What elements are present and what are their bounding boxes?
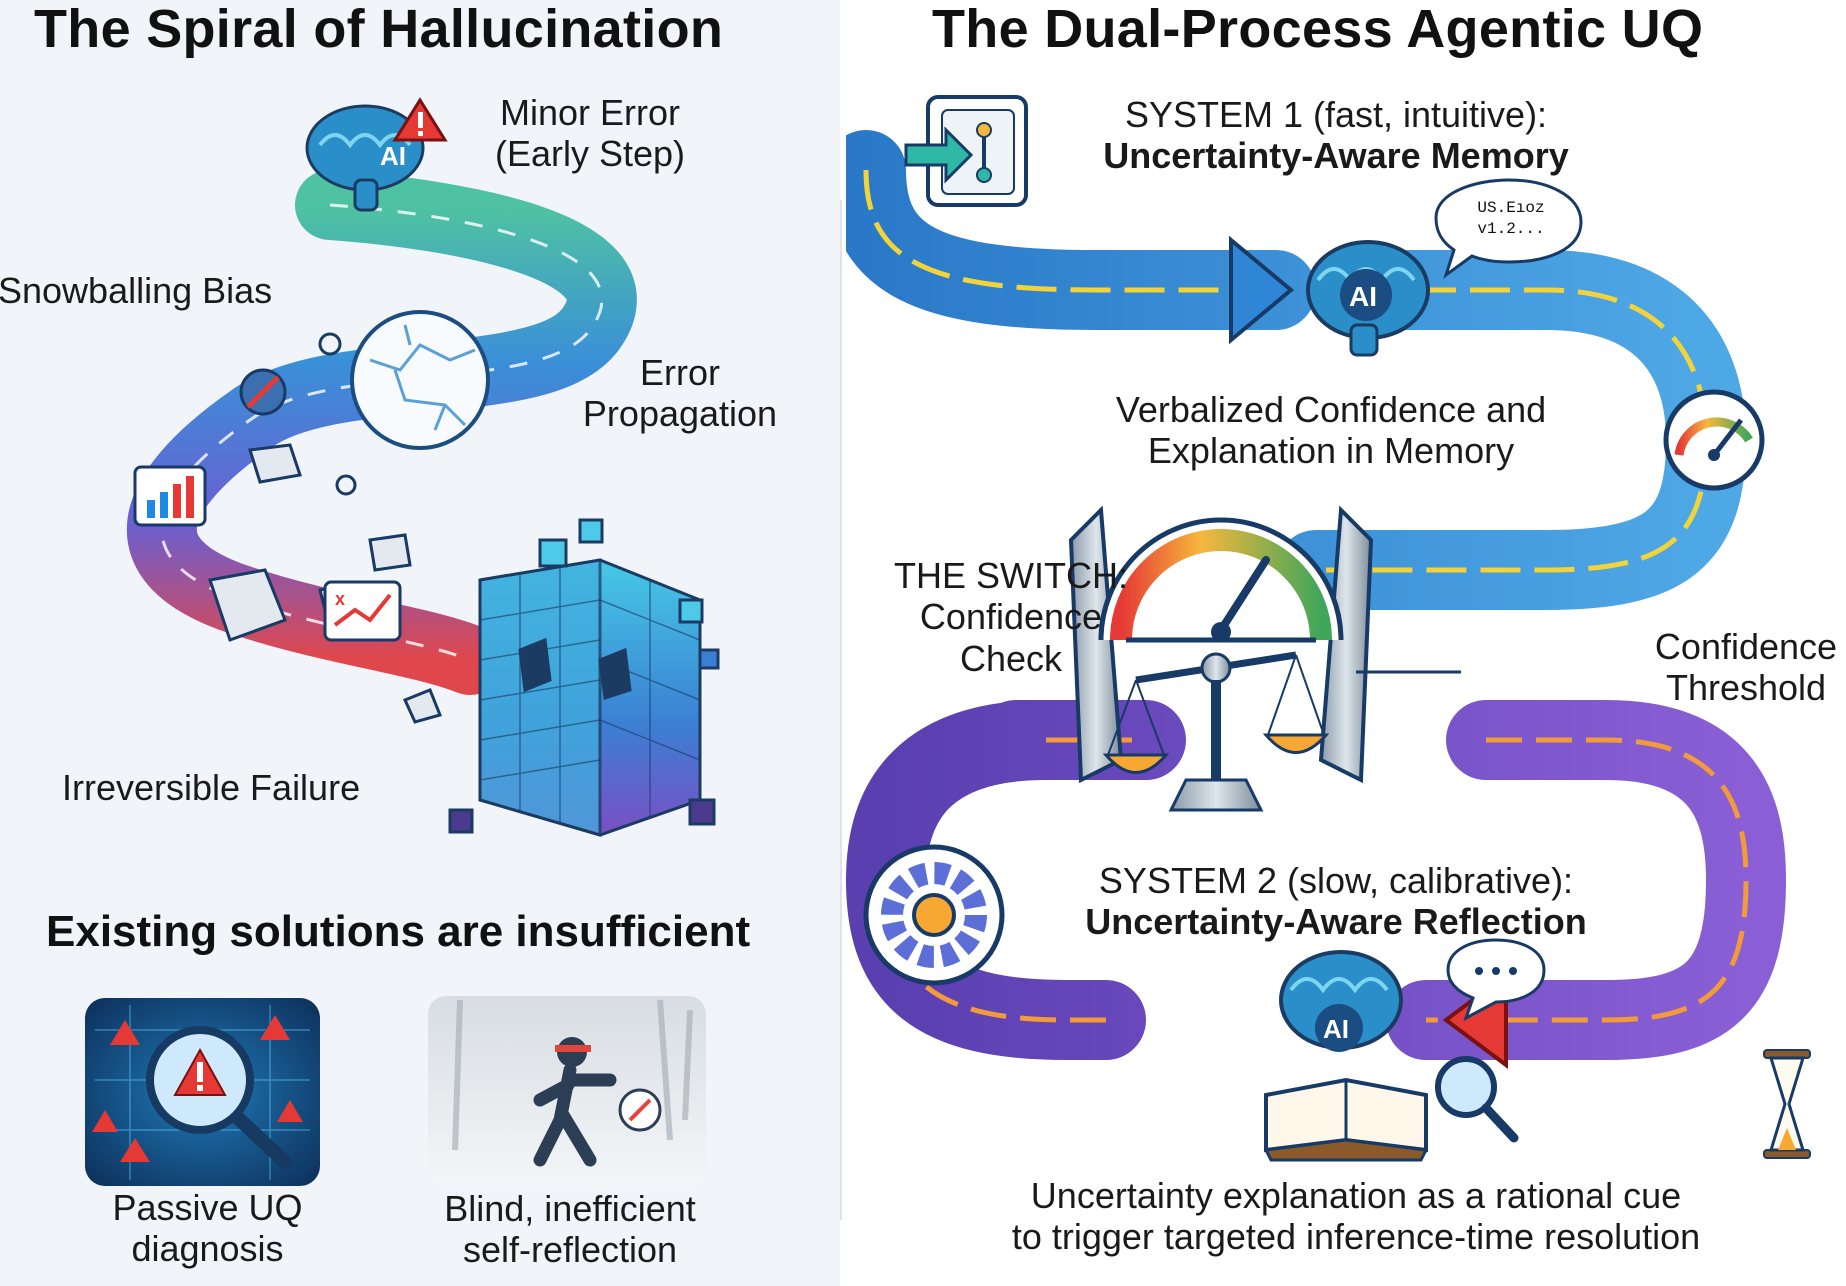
system2-line1: SYSTEM 2 (slow, calibrative): (1098, 860, 1574, 901)
error-propagation-line2: Propagation (582, 393, 778, 435)
open-book-icon (1263, 1077, 1429, 1162)
passive-uq-line1: Passive UQ (112, 1187, 303, 1228)
blind-reflection-line2: self-reflection (462, 1229, 678, 1271)
verbalized-line2: Explanation in Memory (1147, 430, 1515, 472)
error-propagation-label: Error Propagation (560, 352, 800, 435)
prohibited-icon (239, 368, 287, 416)
brain-ai-label-bottom: AI (1323, 1014, 1349, 1044)
explanation-line2: to trigger targeted inference-time resol… (1011, 1216, 1701, 1258)
hourglass-icon (1763, 1049, 1811, 1159)
uncertainty-explanation-label: Uncertainty explanation as a rational cu… (976, 1175, 1736, 1258)
minor-error-line1: Minor Error (499, 92, 681, 133)
broken-cube-icon (448, 518, 720, 837)
minor-error-line2: (Early Step) (494, 133, 686, 175)
right-title: The Dual-Process Agentic UQ (932, 0, 1704, 59)
verbalized-line1: Verbalized Confidence and (1115, 389, 1547, 430)
dual-process-panel: AI (846, 0, 1846, 1286)
passive-uq-label: Passive UQ diagnosis (85, 1187, 330, 1270)
system2-line2: Uncertainty-Aware Reflection (1085, 901, 1587, 943)
error-trend-icon: x (323, 580, 402, 642)
speech-bubble-icon (1434, 178, 1583, 279)
blind-reflection-line1: Blind, inefficient (444, 1188, 696, 1229)
gear-icon (863, 844, 1005, 986)
switch-line1: THE SWITCH: (894, 555, 1128, 596)
speech-bubble-text: US.Eıoz v1.2... (1441, 198, 1581, 240)
switch-label: THE SWITCH: Confidence Check (876, 555, 1146, 679)
blindfolded-runner-card (428, 996, 706, 1186)
snowballing-bias-label: Snowballing Bias (0, 270, 273, 311)
existing-solutions-heading: Existing solutions are insufficient (46, 907, 751, 956)
speech-bubble-line1: US.Eıoz (1477, 199, 1545, 217)
svg-text:x: x (335, 589, 345, 609)
spiral-panel: AI (0, 0, 840, 1286)
switch-line2: Confidence (919, 596, 1103, 638)
brain-alert-icon: AI (305, 97, 448, 212)
system1-line2: Uncertainty-Aware Memory (1103, 135, 1569, 177)
spiral-artwork: AI (85, 97, 720, 1186)
speedometer-icon (1663, 389, 1765, 491)
chat-dots-icon (1446, 938, 1546, 1022)
threshold-line2: Threshold (1665, 667, 1827, 709)
passive-uq-card (85, 998, 320, 1186)
explanation-line1: Uncertainty explanation as a rational cu… (1030, 1175, 1682, 1216)
verbalized-confidence-label: Verbalized Confidence and Explanation in… (1076, 389, 1586, 472)
input-document-icon (904, 95, 1028, 207)
confidence-threshold-label: Confidence Threshold (1636, 626, 1846, 709)
blind-reflection-label: Blind, inefficient self-reflection (420, 1188, 720, 1271)
bar-chart-icon (133, 465, 207, 527)
threshold-line1: Confidence (1654, 626, 1838, 667)
panel-divider (840, 200, 842, 1220)
minor-error-label: Minor Error (Early Step) (470, 92, 710, 175)
snowball-icon (350, 310, 490, 450)
reflection-brain-icon: AI (1279, 950, 1403, 1052)
system1-line1: SYSTEM 1 (fast, intuitive): (1124, 94, 1548, 135)
passive-uq-line2: diagnosis (131, 1228, 284, 1270)
system1-label: SYSTEM 1 (fast, intuitive): Uncertainty-… (1036, 94, 1636, 177)
switch-line3: Check (959, 637, 1063, 679)
brain-ai-label-top: AI (1349, 281, 1377, 312)
speech-bubble-line2: v1.2... (1477, 219, 1545, 238)
dual-process-artwork: AI (846, 95, 1811, 1162)
left-title: The Spiral of Hallucination (34, 0, 724, 59)
balance-scale-icon (1102, 651, 1330, 812)
irreversible-failure-label: Irreversible Failure (62, 767, 361, 808)
brain-ai-label: AI (380, 141, 406, 171)
magnifier-icon (1435, 1056, 1519, 1143)
error-propagation-line1: Error (640, 352, 720, 393)
system2-label: SYSTEM 2 (slow, calibrative): Uncertaint… (1056, 860, 1616, 943)
brain-ai-icon: AI (1306, 240, 1430, 357)
